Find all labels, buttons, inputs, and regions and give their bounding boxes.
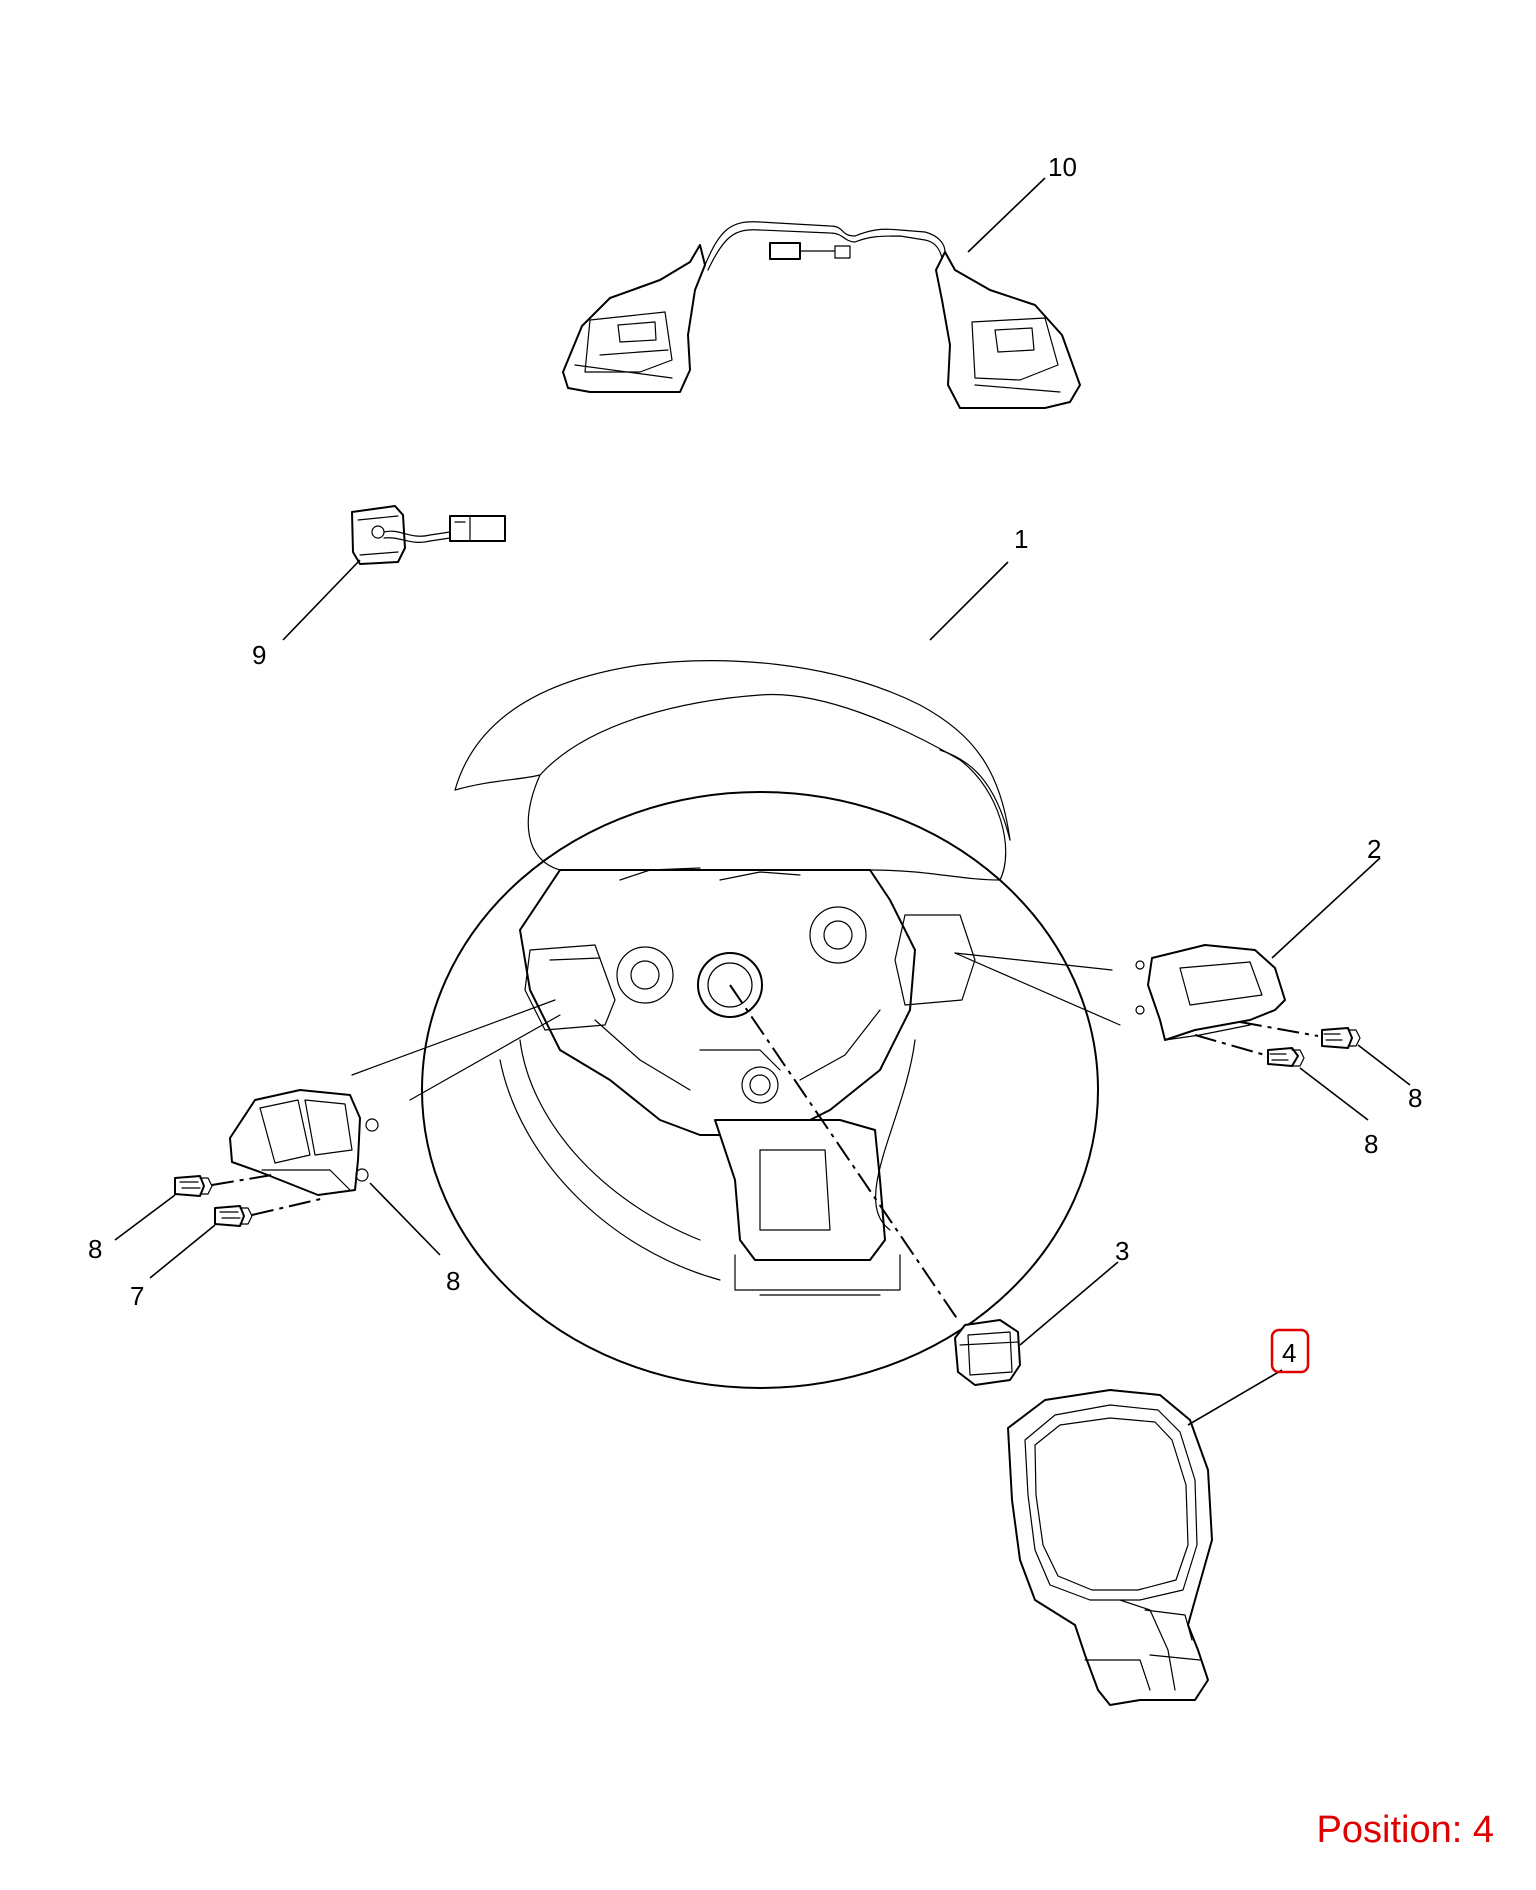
part-8-screw-right-lower[interactable] <box>1267 1047 1305 1067</box>
part-2-right-switch[interactable] <box>1135 944 1286 1041</box>
callout-9[interactable]: 9 <box>252 640 266 670</box>
callout-8-right-upper[interactable]: 8 <box>1408 1083 1422 1113</box>
part-1-steering-wheel[interactable] <box>421 660 1099 1389</box>
callout-4[interactable]: 4 <box>1282 1338 1296 1368</box>
callout-8-right-lower[interactable]: 8 <box>1364 1129 1378 1159</box>
part-9-switch-pigtail[interactable] <box>351 505 506 565</box>
part-8-screw-left-lower[interactable] <box>214 1205 253 1227</box>
part-7-left-switch[interactable] <box>229 1089 379 1196</box>
part-10-switch-harness[interactable] <box>562 221 1081 409</box>
part-8-screw-right-upper[interactable] <box>1321 1027 1361 1049</box>
position-indicator: Position: 4 <box>1316 1809 1494 1851</box>
callout-7[interactable]: 8 <box>446 1266 460 1296</box>
callout-10[interactable]: 10 <box>1048 152 1077 182</box>
callout-8-left-lower[interactable]: 7 <box>130 1281 144 1311</box>
part-3-bolt[interactable] <box>954 1319 1021 1386</box>
callout-3[interactable]: 3 <box>1115 1236 1129 1266</box>
callout-4-highlight-box <box>1270 1328 1310 1374</box>
callout-8-left-upper[interactable]: 8 <box>88 1234 102 1264</box>
callout-2[interactable]: 2 <box>1367 834 1381 864</box>
part-8-screw-left-upper[interactable] <box>174 1175 213 1197</box>
part-4-airbag-module[interactable] <box>1007 1389 1213 1706</box>
callout-1[interactable]: 1 <box>1014 524 1028 554</box>
